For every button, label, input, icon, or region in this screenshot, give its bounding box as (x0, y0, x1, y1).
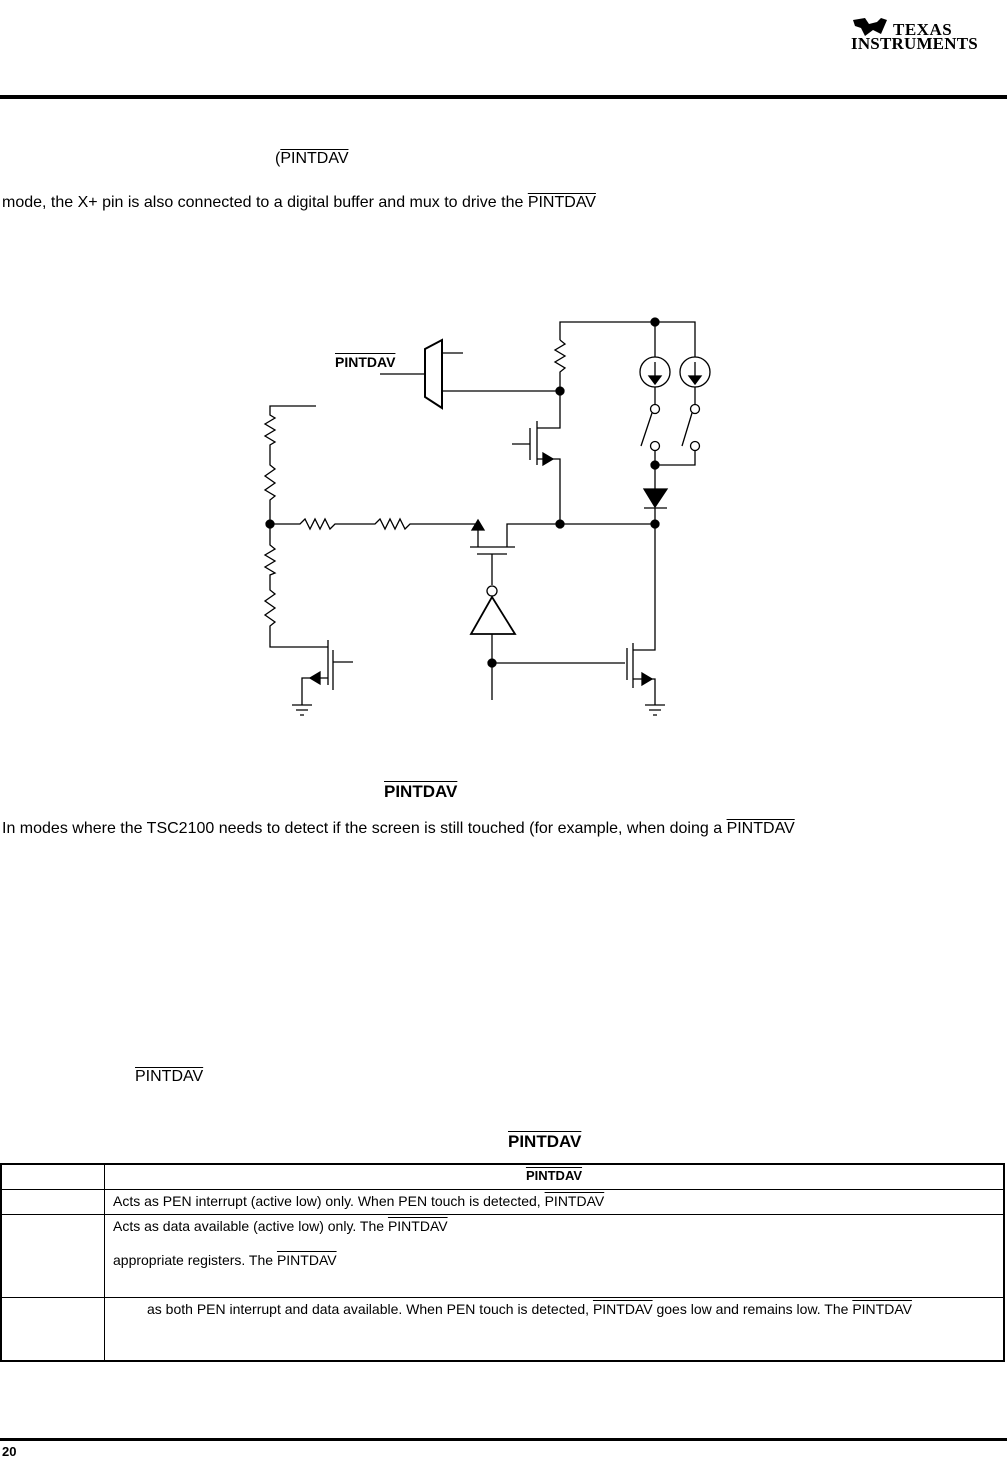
section-heading: PINTDAV (384, 782, 458, 801)
table-cell: Acts as data available (active low) only… (104, 1214, 1005, 1298)
logo-text-texas: TEXAS (893, 20, 953, 39)
header-rule (0, 95, 1007, 99)
table-row: Acts as data available (active low) only… (0, 1214, 1005, 1298)
logo-text-instruments: INSTRUMENTS (851, 34, 978, 53)
table-row: Acts as PEN interrupt (active low) only.… (0, 1189, 1005, 1215)
ti-logo: TEXAS INSTRUMENTS (851, 18, 1001, 56)
table-header-cell (0, 1163, 105, 1190)
table-cell: as both PEN interrupt and data available… (104, 1297, 1005, 1362)
pen-touch-circuit-diagram (263, 317, 711, 716)
table-header-row: PINTDAV (0, 1163, 1005, 1190)
page-number: 20 (2, 1444, 17, 1459)
paragraph-signal-fragment: PINTDAV (135, 1068, 204, 1085)
table-cell: Acts as PEN interrupt (active low) only.… (104, 1189, 1005, 1215)
paragraph-touch-detect: In modes where the TSC2100 needs to dete… (2, 820, 795, 837)
paragraph-mode: mode, the X+ pin is also connected to a … (2, 194, 596, 211)
footer-rule (0, 1438, 1007, 1441)
table-title: PINTDAV (508, 1132, 582, 1151)
pintdav-function-table: PINTDAV Acts as PEN interrupt (active lo… (0, 1163, 1005, 1362)
table-row: as both PEN interrupt and data available… (0, 1297, 1005, 1362)
table-header-cell: PINTDAV (104, 1163, 1005, 1190)
ti-logo-icon (853, 18, 887, 36)
paragraph-fragment: (PINTDAV (275, 150, 349, 167)
circuit-pintdav-label: PINTDAV (335, 354, 396, 370)
